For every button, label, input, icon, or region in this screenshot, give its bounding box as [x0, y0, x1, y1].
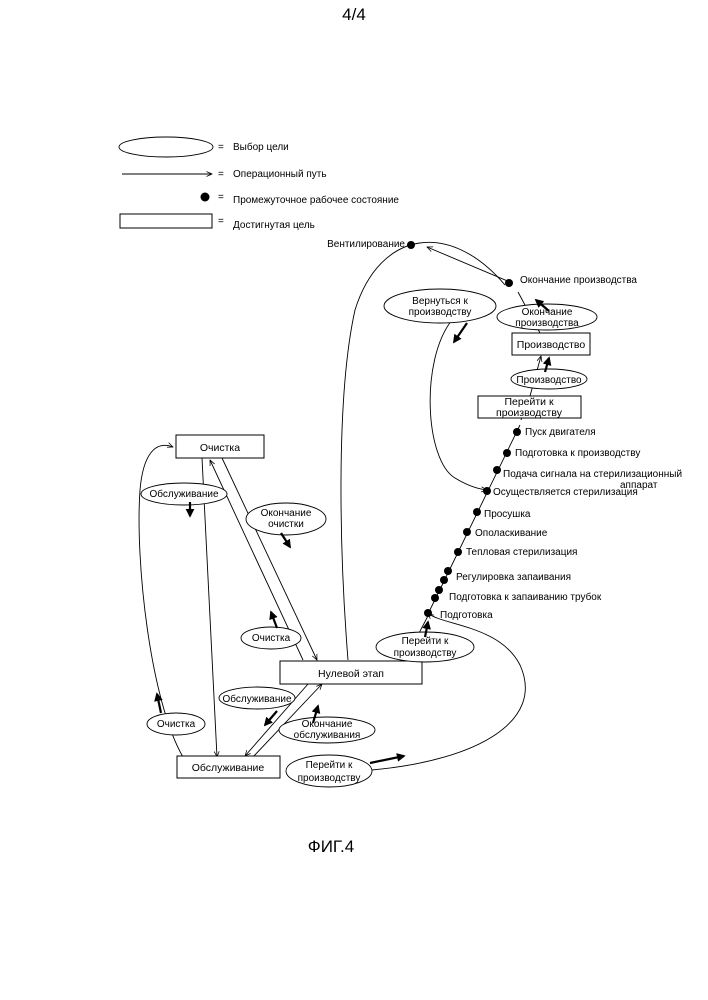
selection-okonchanie-ochistki-label-1: Окончание — [261, 508, 312, 519]
selection-obsluzhivanie-top-label: Обслуживание — [149, 488, 218, 500]
state-dot-sterilizatsiya — [483, 487, 491, 495]
page-number: 4/4 — [342, 5, 366, 24]
state-pusk-label: Пуск двигателя — [525, 427, 596, 438]
selection-ochistka-mid-label: Очистка — [252, 633, 291, 644]
state-ventilirovanie-label: Вентилирование — [327, 239, 405, 250]
thick-arrow — [370, 756, 404, 763]
legend: = Выбор цели = Операционный путь = Проме… — [119, 137, 399, 231]
state-podgotovka-zapaivaniyu-label: Подготовка к запаиванию трубок — [449, 591, 602, 603]
state-regulirovka-label: Регулировка запаивания — [456, 572, 571, 583]
goal-box-ochistka-label: Очистка — [200, 442, 240, 454]
state-dot-podgotovka-k-proizvodstvu — [503, 449, 511, 457]
goal-box-pereiti-label-2: производству — [496, 407, 563, 419]
selection-vernutsya-label-1: Вернуться к — [412, 296, 468, 307]
operational-paths — [139, 242, 541, 770]
goal-box-obsluzhivanie-label: Обслуживание — [192, 762, 265, 774]
selection-okonchanie-obsluzhivaniya-label-2: обслуживания — [294, 729, 361, 741]
intermediate-states: Вентилирование Окончание производства Пу… — [327, 239, 682, 621]
state-dot-ventilirovanie — [407, 241, 415, 249]
legend-ellipse-symbol — [119, 137, 213, 157]
selection-pereiti-bottom-label-1: Перейти к — [306, 760, 353, 771]
state-dot-okonchanie-proizvodstva — [505, 279, 513, 287]
state-okonchanie-proizvodstva-label: Окончание производства — [520, 275, 637, 286]
state-dot-regulirovka — [444, 567, 452, 575]
legend-operational-path-label: Операционный путь — [233, 169, 327, 180]
legend-eq: = — [218, 192, 224, 203]
state-dot-podgotovka — [424, 609, 432, 617]
legend-eq: = — [218, 169, 224, 180]
legend-achieved-goal-label: Достигнутая цель — [233, 220, 315, 231]
selection-okonchanie-proizvodstva-label-2: производства — [515, 318, 579, 329]
selection-obsluzhivanie-mid-label: Обслуживание — [222, 693, 291, 705]
legend-intermediate-state-label: Промежуточное рабочее состояние — [233, 194, 399, 206]
legend-box-symbol — [120, 214, 212, 228]
state-podgotovka-k-proizvodstvu-label: Подготовка к производству — [515, 448, 640, 459]
selection-vernutsya-label-2: производству — [409, 307, 472, 318]
figure-caption: ФИГ.4 — [308, 837, 354, 856]
goal-box-nulevoy-label: Нулевой этап — [318, 668, 384, 680]
legend-dot-symbol — [201, 193, 210, 202]
selection-ochistka-left-label: Очистка — [157, 719, 196, 730]
thick-arrow — [271, 612, 277, 628]
state-dot-teplovaya — [454, 548, 462, 556]
state-dot-pusk — [513, 428, 521, 436]
state-opolaskivanie-label: Ополаскивание — [475, 528, 548, 539]
legend-eq: = — [218, 216, 224, 227]
state-dot-podgotovka-zapaivaniyu-2 — [431, 594, 439, 602]
goal-box-proizvodstvo-label: Производство — [517, 339, 586, 351]
selection-pereiti-bottom-label-2: производству — [298, 773, 361, 784]
selection-pereiti-mid-label-2: производству — [394, 648, 457, 659]
state-dot-opolaskivanie — [463, 528, 471, 536]
selection-proizvodstvo-label: Производство — [516, 375, 582, 386]
selection-okonchanie-obsluzhivaniya-label-1: Окончание — [302, 719, 353, 730]
legend-goal-selection-label: Выбор цели — [233, 141, 289, 153]
selection-pereiti-mid-label-1: Перейти к — [402, 636, 449, 647]
state-dot-regulirovka-2 — [440, 576, 448, 584]
state-dot-prosushka — [473, 508, 481, 516]
state-sterilizatsiya-label: Осуществляется стерилизация — [493, 487, 638, 498]
legend-eq: = — [218, 142, 224, 153]
thick-arrow — [454, 323, 467, 342]
state-teplovaya-label: Тепловая стерилизация — [466, 547, 577, 558]
state-podgotovka-label: Подготовка — [440, 610, 493, 621]
thick-arrow — [265, 711, 277, 725]
state-podacha-label-1: Подача сигнала на стерилизационный — [503, 469, 682, 480]
state-prosushka-label: Просушка — [484, 509, 531, 520]
state-dot-podacha — [493, 466, 501, 474]
selection-okonchanie-ochistki-label-2: очистки — [268, 519, 304, 530]
state-dot-podgotovka-zapaivaniyu — [435, 586, 443, 594]
